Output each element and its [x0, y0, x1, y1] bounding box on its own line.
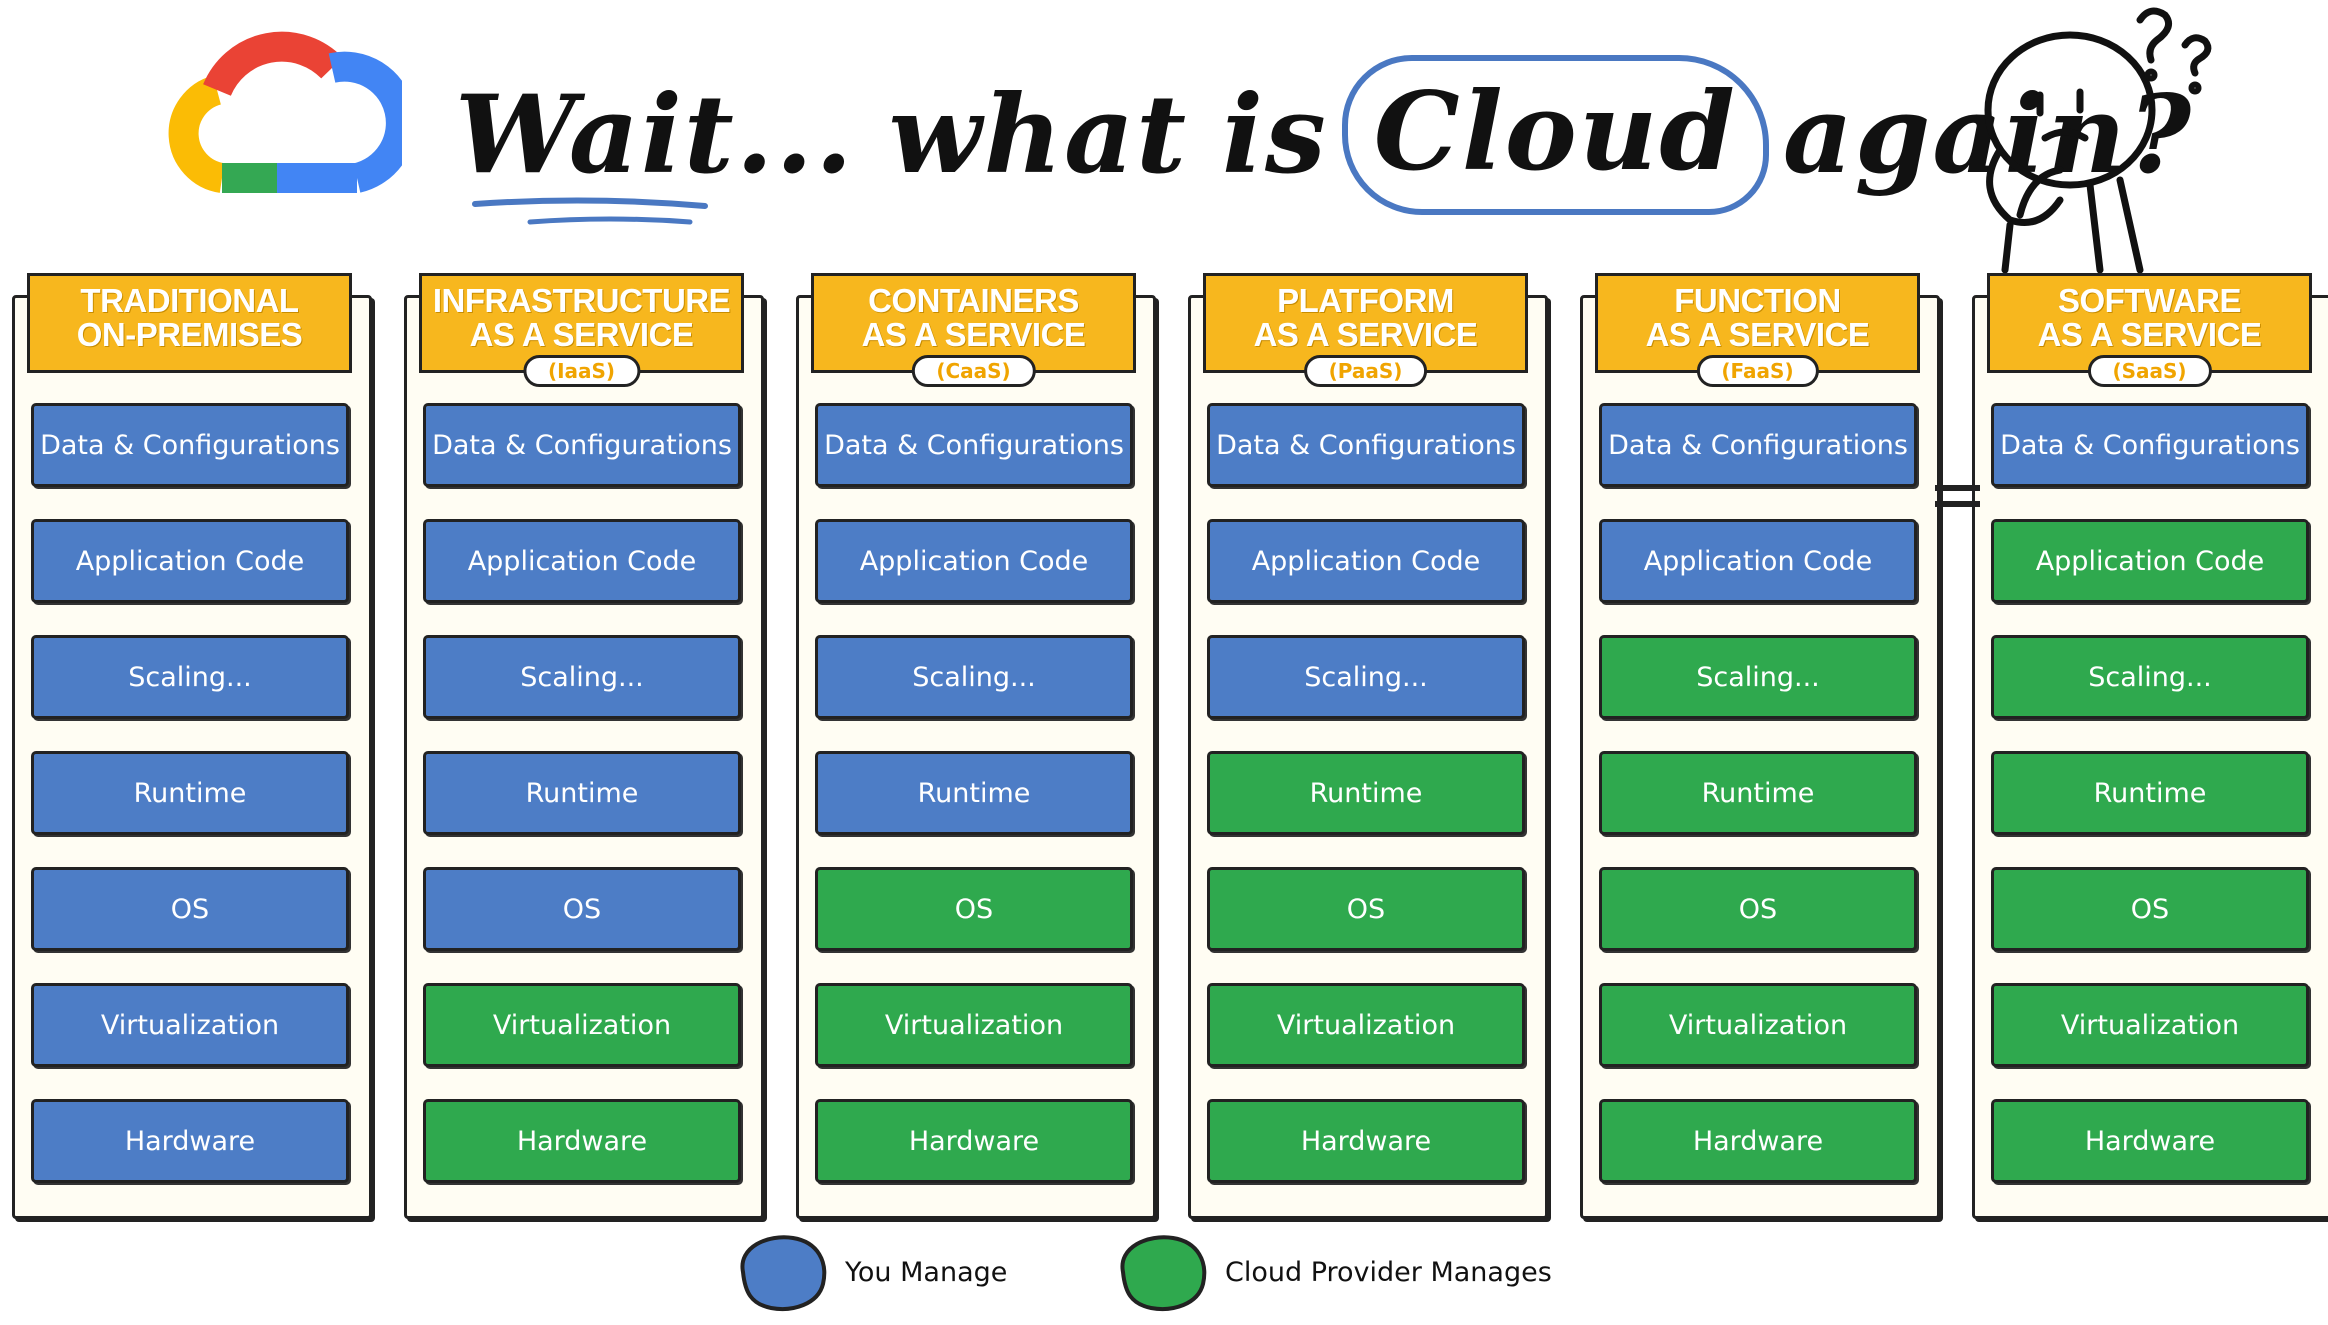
- column-abbreviation: (FaaS): [1696, 355, 1819, 387]
- column-saas: SOFTWARE AS A SERVICE (SaaS) Data & Conf…: [1972, 273, 2328, 1219]
- column-title-line: SOFTWARE: [2058, 282, 2242, 319]
- layer-scaling: Scaling...: [423, 635, 741, 719]
- layer-runtime: Runtime: [423, 751, 741, 835]
- column-abbreviation: (SaaS): [2087, 355, 2212, 387]
- title-word-what: what: [888, 72, 1188, 198]
- legend-item-you-manage: You Manage: [733, 1232, 1007, 1312]
- column-connector: [1935, 485, 1980, 507]
- layer-runtime: Runtime: [1599, 751, 1917, 835]
- layer-data-configurations: Data & Configurations: [423, 403, 741, 487]
- layer-os: OS: [1207, 867, 1525, 951]
- layer-application-code: Application Code: [1599, 519, 1917, 603]
- layer-os: OS: [1991, 867, 2309, 951]
- column-header: CONTAINERS AS A SERVICE (CaaS): [811, 273, 1136, 387]
- column-abbreviation: (PaaS): [1303, 355, 1428, 387]
- layer-hardware: Hardware: [423, 1099, 741, 1183]
- layer-hardware: Hardware: [1991, 1099, 2309, 1183]
- column-title-line: AS A SERVICE: [1645, 316, 1870, 353]
- layer-os: OS: [31, 867, 349, 951]
- column-traditional-on-premises: TRADITIONAL ON-PREMISES Data & Configura…: [12, 273, 372, 1219]
- column-faas: FUNCTION AS A SERVICE (FaaS) Data & Conf…: [1580, 273, 1940, 1219]
- column-header: TRADITIONAL ON-PREMISES: [27, 273, 352, 373]
- layer-data-configurations: Data & Configurations: [31, 403, 349, 487]
- layer-scaling: Scaling...: [1991, 635, 2309, 719]
- layer-scaling: Scaling...: [1207, 635, 1525, 719]
- layer-os: OS: [1599, 867, 1917, 951]
- layer-virtualization: Virtualization: [1991, 983, 2309, 1067]
- legend-label-you-manage: You Manage: [845, 1256, 1008, 1288]
- legend-label-provider-manages: Cloud Provider Manages: [1225, 1256, 1552, 1288]
- column-caas: CONTAINERS AS A SERVICE (CaaS) Data & Co…: [796, 273, 1156, 1219]
- layer-runtime: Runtime: [1991, 751, 2309, 835]
- layer-scaling: Scaling...: [815, 635, 1133, 719]
- layer-runtime: Runtime: [1207, 751, 1525, 835]
- page-title: Wait... what is Cloud again?: [455, 40, 2193, 230]
- column-title-line: INFRASTRUCTURE: [432, 282, 731, 319]
- layer-hardware: Hardware: [1207, 1099, 1525, 1183]
- layer-application-code: Application Code: [1207, 519, 1525, 603]
- column-title-line: CONTAINERS: [868, 282, 1079, 319]
- title-underline: [472, 197, 708, 225]
- layer-virtualization: Virtualization: [1207, 983, 1525, 1067]
- layer-data-configurations: Data & Configurations: [815, 403, 1133, 487]
- column-title-line: TRADITIONAL: [80, 282, 299, 319]
- layer-application-code: Application Code: [423, 519, 741, 603]
- layer-scaling: Scaling...: [1599, 635, 1917, 719]
- layer-runtime: Runtime: [31, 751, 349, 835]
- column-title-line: FUNCTION: [1674, 282, 1841, 319]
- layer-hardware: Hardware: [1599, 1099, 1917, 1183]
- column-header: INFRASTRUCTURE AS A SERVICE (IaaS): [419, 273, 744, 387]
- layer-application-code: Application Code: [1991, 519, 2309, 603]
- column-title-line: AS A SERVICE: [1253, 316, 1478, 353]
- column-abbreviation: (CaaS): [911, 355, 1036, 387]
- layer-application-code: Application Code: [31, 519, 349, 603]
- layer-hardware: Hardware: [31, 1099, 349, 1183]
- column-header: PLATFORM AS A SERVICE (PaaS): [1203, 273, 1528, 387]
- layer-scaling: Scaling...: [31, 635, 349, 719]
- title-word-cloud: Cloud: [1341, 55, 1769, 215]
- blue-blob-icon: [740, 1235, 827, 1311]
- layer-data-configurations: Data & Configurations: [1991, 403, 2309, 487]
- thinking-stickman-icon: [1984, 7, 2212, 274]
- column-title-line: PLATFORM: [1277, 282, 1454, 319]
- column-title-line: ON-PREMISES: [76, 316, 303, 353]
- layer-hardware: Hardware: [815, 1099, 1133, 1183]
- legend-item-provider-manages: Cloud Provider Manages: [1113, 1232, 1552, 1312]
- layer-os: OS: [423, 867, 741, 951]
- layer-virtualization: Virtualization: [1599, 983, 1917, 1067]
- column-header: FUNCTION AS A SERVICE (FaaS): [1595, 273, 1920, 387]
- green-blob-icon: [1120, 1235, 1207, 1311]
- layer-virtualization: Virtualization: [423, 983, 741, 1067]
- layer-virtualization: Virtualization: [815, 983, 1133, 1067]
- title-word-wait: Wait...: [455, 72, 855, 198]
- layer-data-configurations: Data & Configurations: [1599, 403, 1917, 487]
- column-paas: PLATFORM AS A SERVICE (PaaS) Data & Conf…: [1188, 273, 1548, 1219]
- layer-application-code: Application Code: [815, 519, 1133, 603]
- column-title-line: AS A SERVICE: [2037, 316, 2262, 353]
- column-iaas: INFRASTRUCTURE AS A SERVICE (IaaS) Data …: [404, 273, 764, 1219]
- layer-os: OS: [815, 867, 1133, 951]
- legend: You Manage Cloud Provider Manages: [0, 1232, 2328, 1322]
- layer-virtualization: Virtualization: [31, 983, 349, 1067]
- title-word-is: is: [1221, 72, 1328, 198]
- layer-data-configurations: Data & Configurations: [1207, 403, 1525, 487]
- column-title-line: AS A SERVICE: [861, 316, 1086, 353]
- column-title-line: AS A SERVICE: [469, 316, 694, 353]
- column-abbreviation: (IaaS): [522, 355, 641, 387]
- google-cloud-logo-icon: [168, 31, 402, 193]
- column-header: SOFTWARE AS A SERVICE (SaaS): [1987, 273, 2312, 387]
- layer-runtime: Runtime: [815, 751, 1133, 835]
